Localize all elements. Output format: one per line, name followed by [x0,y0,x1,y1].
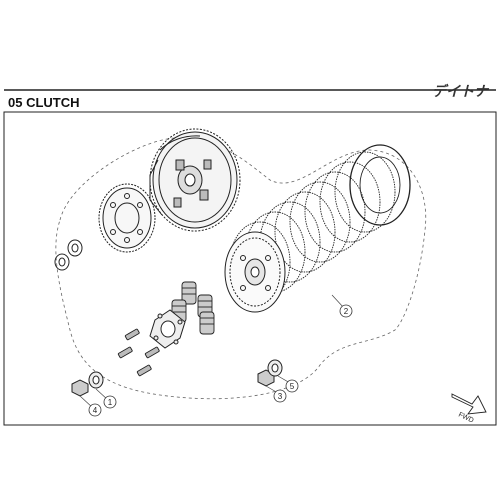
brand-logo-text: デイトナ [432,83,490,100]
clutch-housing [149,128,241,232]
thrust-washers [54,239,83,271]
part-nut-washer-center [257,359,283,387]
spring-bolts [117,328,160,377]
svg-text:5: 5 [290,382,295,391]
clutch-springs [171,281,215,335]
callout-3: 3 [273,389,287,403]
primary-gear-plate [98,183,156,253]
brand-logo: デイトナ [432,83,490,100]
spring-retainer-plate [149,309,186,349]
part-nut-washer-left [71,371,104,397]
callout-1: 1 [103,395,117,409]
fwd-arrow: FWD [451,393,487,425]
fwd-arrow-icon [451,393,487,415]
svg-text:1: 1 [108,398,113,407]
svg-text:3: 3 [278,392,283,401]
callout-2: 2 [339,304,353,318]
callout-5: 5 [285,379,299,393]
frame-border [3,111,497,426]
svg-text:2: 2 [344,307,349,316]
callout-4: 4 [88,403,102,417]
svg-text:4: 4 [93,406,98,415]
page-title: 05 CLUTCH [8,95,80,110]
pressure-plate [224,231,286,313]
